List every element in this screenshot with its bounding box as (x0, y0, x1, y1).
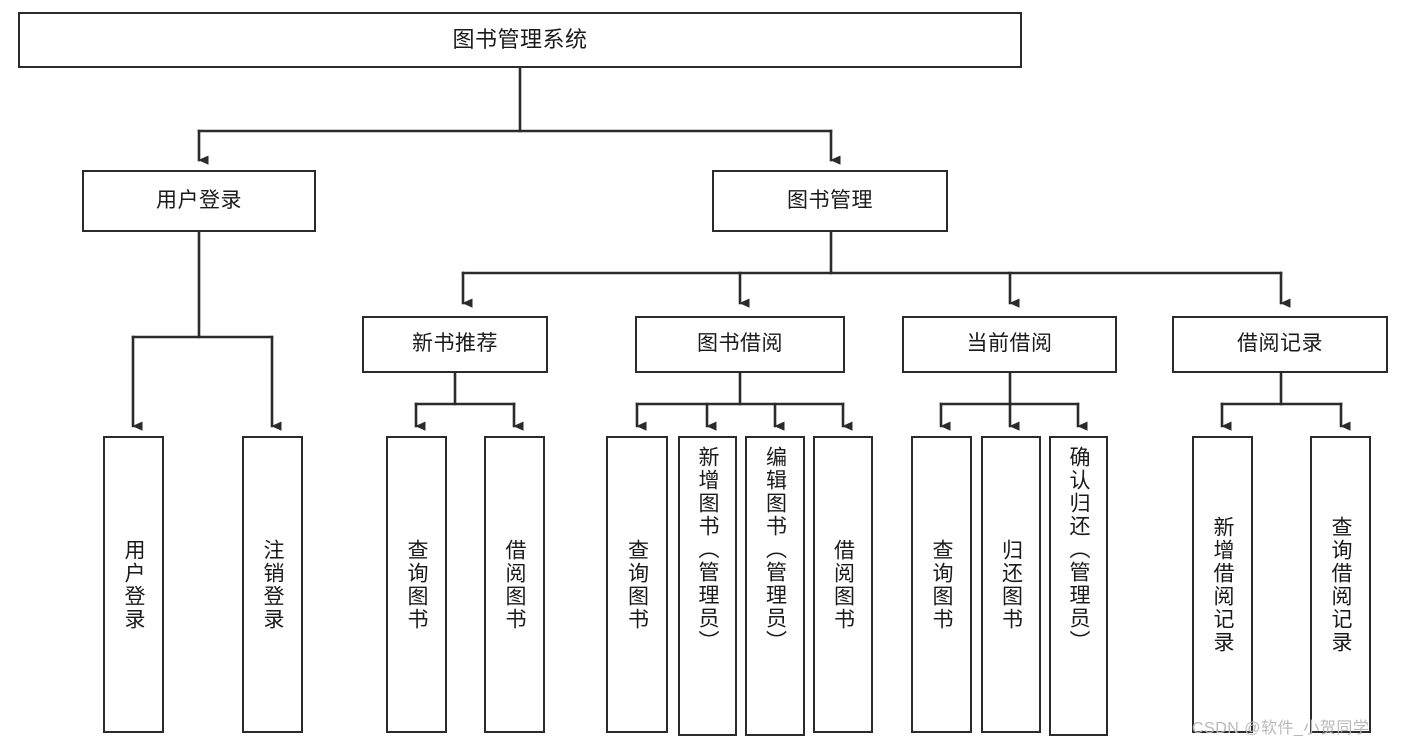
node-label: 图书管理系统 (452, 27, 588, 53)
node-book-borrow[interactable]: 图书借阅 (635, 316, 845, 373)
leaf-user-login[interactable]: 用户登录 (103, 436, 164, 733)
leaf-add-book-admin[interactable]: 新增图书（管理员） (678, 436, 737, 736)
node-label: 用户登录 (156, 188, 242, 212)
node-label: 当前借阅 (966, 332, 1053, 356)
leaf-query-book-borrow[interactable]: 查询图书 (606, 436, 668, 733)
leaf-borrow-book-new-recommend[interactable]: 借阅图书 (484, 436, 545, 733)
node-label: 注销登录 (261, 538, 284, 631)
node-label: 编辑图书（管理员） (763, 446, 787, 653)
node-label: 借阅图书 (831, 538, 855, 631)
node-label: 查询图书 (625, 538, 649, 631)
node-label: 查询图书 (930, 538, 953, 631)
node-label: 查询借阅记录 (1329, 515, 1352, 654)
node-label: 新增借阅记录 (1211, 515, 1234, 654)
node-label: 新增图书（管理员） (696, 446, 719, 653)
node-label: 查询图书 (405, 538, 428, 631)
node-label: 图书借阅 (697, 332, 783, 356)
csdn-watermark: CSDN @软件_小贺同学 (1192, 720, 1370, 737)
node-label: 新书推荐 (412, 332, 498, 356)
node-borrow-record[interactable]: 借阅记录 (1172, 316, 1388, 373)
node-label: 图书管理 (787, 188, 873, 212)
node-current-borrow[interactable]: 当前借阅 (902, 316, 1117, 373)
leaf-confirm-return-admin[interactable]: 确认归还（管理员） (1049, 436, 1108, 736)
node-label: 借阅图书 (503, 538, 526, 631)
leaf-query-book-current[interactable]: 查询图书 (911, 436, 972, 733)
leaf-borrow-book-borrow[interactable]: 借阅图书 (813, 436, 873, 733)
leaf-logout-login[interactable]: 注销登录 (242, 436, 303, 733)
node-new-book-recommend[interactable]: 新书推荐 (362, 316, 548, 373)
node-label: 借阅记录 (1237, 332, 1323, 356)
leaf-query-book-new-recommend[interactable]: 查询图书 (386, 436, 447, 733)
node-root-book-management-system[interactable]: 图书管理系统 (18, 12, 1022, 68)
leaf-edit-book-admin[interactable]: 编辑图书（管理员） (745, 436, 805, 736)
node-label: 归还图书 (999, 538, 1023, 631)
leaf-add-borrow-record[interactable]: 新增借阅记录 (1192, 436, 1253, 733)
node-book-management[interactable]: 图书管理 (712, 170, 948, 232)
node-user-login[interactable]: 用户登录 (82, 170, 316, 232)
leaf-query-borrow-record[interactable]: 查询借阅记录 (1310, 436, 1371, 733)
node-label: 确认归还（管理员） (1067, 446, 1090, 653)
node-label: 用户登录 (122, 538, 145, 631)
leaf-return-book[interactable]: 归还图书 (981, 436, 1041, 733)
